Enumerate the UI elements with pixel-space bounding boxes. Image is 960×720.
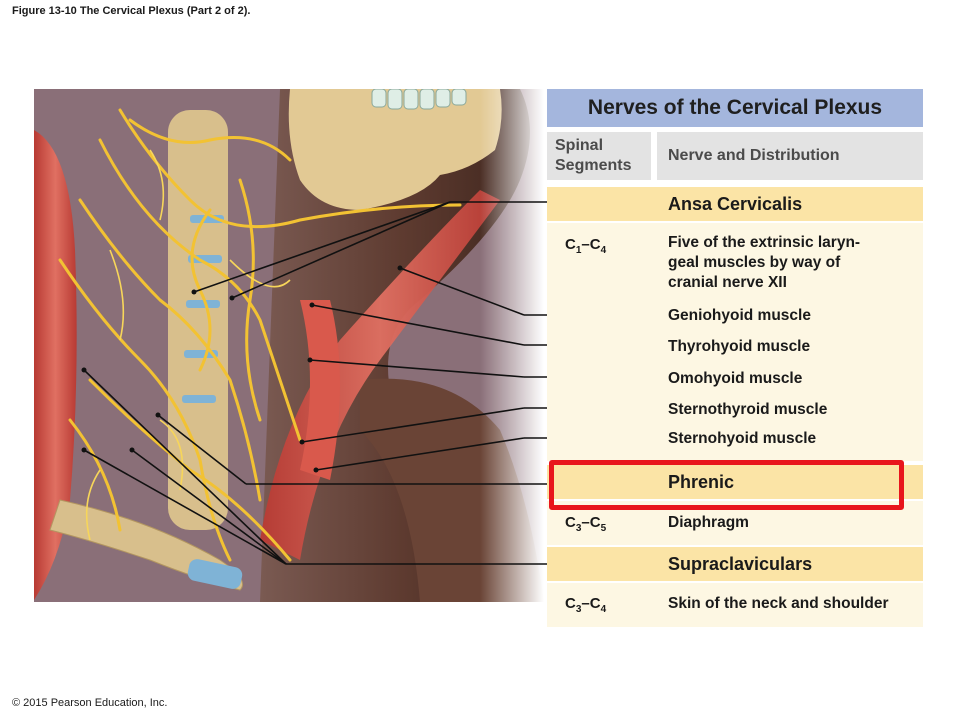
nerve-branches [85, 149, 291, 541]
clavicle-cartilage [187, 559, 243, 589]
mandible [288, 89, 502, 210]
supraclaviculars-row [547, 583, 923, 627]
segment-c3-c5: C3–C5 [565, 514, 607, 534]
figure-title: Figure 13-10 The Cervical Plexus (Part 2… [12, 5, 251, 17]
muscle-omohyoid: Omohyoid muscle [668, 370, 803, 387]
column-header-nerve-distribution: Nerve and Distribution [657, 132, 923, 180]
segment-c3-c4: C3–C4 [565, 595, 607, 615]
section-ansa-cervicalis: Ansa Cervicalis [547, 187, 923, 221]
muscle-sternothyroid: Sternothyroid muscle [668, 401, 828, 418]
section-title: Supraclaviculars [668, 554, 813, 574]
vertebral-column [168, 110, 228, 530]
leader-dots [81, 265, 403, 473]
muscle-geniohyoid: Geniohyoid muscle [668, 307, 811, 324]
phrenic-distribution: Diaphragm [668, 514, 749, 531]
phrenic-highlight-box [549, 460, 904, 510]
strap-muscles [300, 300, 340, 480]
trapezius-muscle [34, 130, 77, 600]
supraclaviculars-distribution: Skin of the neck and shoulder [668, 595, 889, 612]
ansa-cervicalis-rows [547, 223, 923, 461]
teeth [371, 89, 467, 110]
ansa-intro-text: Five of the extrinsic laryn- geal muscle… [668, 234, 861, 291]
copyright-notice: © 2015 Pearson Education, Inc. [12, 697, 168, 709]
section-title: Phrenic [668, 472, 735, 492]
table-title: Nerves of the Cervical Plexus [547, 89, 923, 127]
section-supraclaviculars: Supraclaviculars [547, 547, 923, 581]
muscle-thyrohyoid: Thyrohyoid muscle [668, 338, 811, 355]
muscle-sternohyoid: Sternohyoid muscle [668, 430, 817, 447]
segment-c1-c4: C1–C4 [565, 236, 607, 256]
section-phrenic: Phrenic [547, 465, 923, 499]
leader-lines [83, 201, 548, 565]
section-title: Ansa Cervicalis [668, 194, 803, 214]
column-header-spinal-segments: Spinal Segments [547, 132, 651, 180]
